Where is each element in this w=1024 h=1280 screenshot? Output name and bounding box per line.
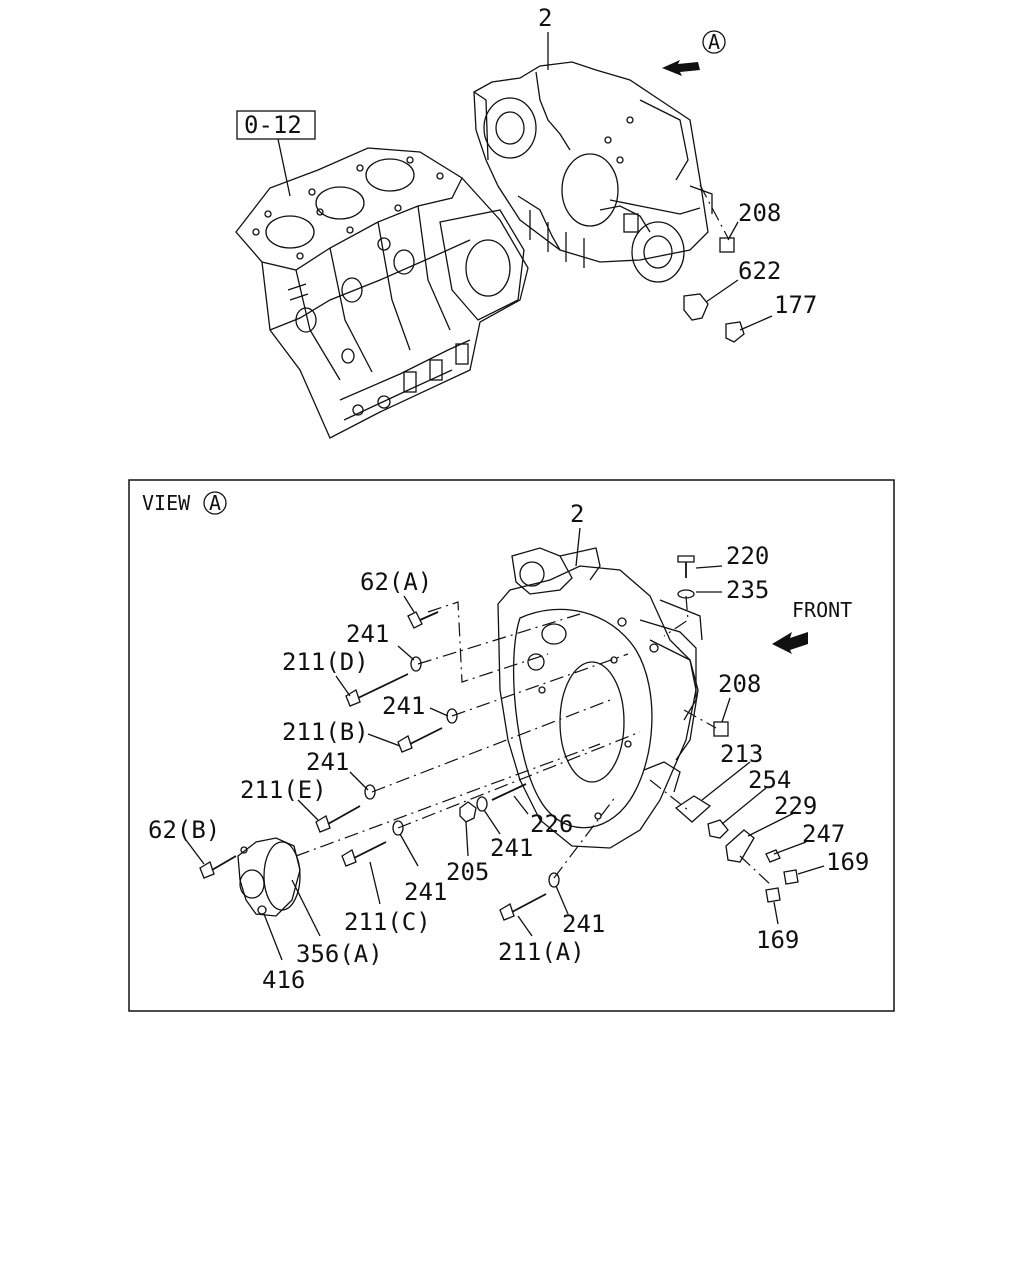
view-a-marker <box>702 30 726 54</box>
callout-356a: 356(A) <box>296 940 383 968</box>
callout-2-view: 2 <box>570 500 584 528</box>
cover-356a-drawing <box>237 837 301 917</box>
view-a-frame <box>128 479 895 1012</box>
callout-241-e: 241 <box>404 878 447 906</box>
view-callouts: 2 220 235 FRONT 62(A) 241 211(D) 208 241… <box>148 500 869 994</box>
callout-205: 205 <box>446 858 489 886</box>
flywheel-housing-view-drawing <box>497 547 703 849</box>
callout-416: 416 <box>262 966 305 994</box>
callout-62a: 62(A) <box>360 568 432 596</box>
callout-211a: 211(A) <box>498 938 585 966</box>
front-label: FRONT <box>792 598 852 622</box>
callout-241-d: 241 <box>490 834 533 862</box>
callout-622-top: 622 <box>738 257 781 285</box>
callout-211b: 211(B) <box>282 718 369 746</box>
view-a-marker-letter: A <box>708 30 720 54</box>
callout-2-top: 2 <box>538 4 552 32</box>
callout-208-top: 208 <box>738 199 781 227</box>
front-arrow-icon <box>772 632 808 654</box>
engine-block-drawing <box>235 147 529 439</box>
top-callouts: 2 A 0-12 208 622 177 <box>236 4 817 343</box>
fasteners <box>199 555 799 921</box>
callout-208-view: 208 <box>718 670 761 698</box>
ref-box <box>236 110 316 140</box>
view-leader-lines <box>185 527 825 961</box>
view-title-circle <box>203 491 227 515</box>
callout-169-b: 169 <box>756 926 799 954</box>
callout-226: 226 <box>530 810 573 838</box>
callout-211d: 211(D) <box>282 648 369 676</box>
arrow-view-direction-icon <box>662 60 700 76</box>
view-title: VIEW <box>142 491 191 515</box>
callout-220: 220 <box>726 542 769 570</box>
callout-241-a: 241 <box>346 620 389 648</box>
callout-229: 229 <box>774 792 817 820</box>
callout-62b: 62(B) <box>148 816 220 844</box>
callout-211c: 211(C) <box>344 908 431 936</box>
callout-235: 235 <box>726 576 769 604</box>
ref-box-text: 0-12 <box>244 111 302 139</box>
callout-241-b: 241 <box>382 692 425 720</box>
assembly-lines <box>295 595 773 887</box>
callout-213: 213 <box>720 740 763 768</box>
callout-254: 254 <box>748 766 791 794</box>
callout-169-a: 169 <box>826 848 869 876</box>
callout-241-f: 241 <box>562 910 605 938</box>
callout-177-top: 177 <box>774 291 817 319</box>
callout-241-c: 241 <box>306 748 349 776</box>
callout-247: 247 <box>802 820 845 848</box>
view-title-circle-letter: A <box>209 491 221 515</box>
callout-211e: 211(E) <box>240 776 327 804</box>
flywheel-housing-top-drawing <box>473 61 713 283</box>
